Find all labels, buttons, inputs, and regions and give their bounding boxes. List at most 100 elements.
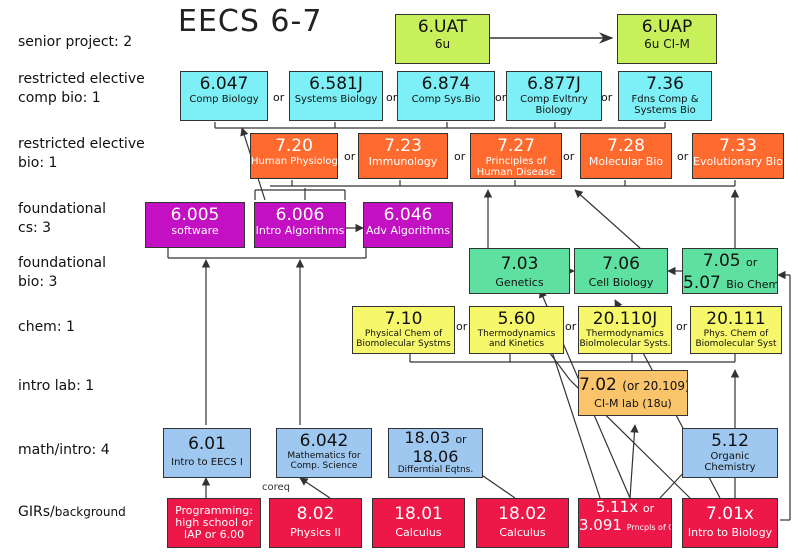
course-box-7-05[interactable]: 7.05 or 5.07 Bio Chem (682, 248, 778, 294)
row-label-chem: chem: 1 (18, 319, 75, 335)
course-box-5-12[interactable]: 5.12 Organic Chemistry (682, 428, 778, 478)
course-name: Thermodynamics Biolmolecular Systs. (579, 329, 671, 349)
course-name: Comp Sys.Bio (411, 94, 481, 105)
course-code: 6.006 (275, 205, 325, 225)
course-box-6-uap[interactable]: 6.UAP 6u CI-M (617, 14, 717, 64)
course-name: Fdns Comp & Systems Bio (631, 94, 699, 116)
course-code: 7.06 (602, 254, 640, 274)
row-label-senior: senior project: 2 (18, 34, 133, 50)
course-box-6-047[interactable]: 6.047 Comp Biology (180, 71, 268, 121)
course-box-7-23[interactable]: 7.23 Immunology (358, 133, 448, 179)
course-name: Intro to Biology (687, 526, 773, 539)
or-label: or (455, 433, 467, 446)
course-name: Systems Biology (294, 94, 378, 105)
course-alt-code: (or 20.109) (622, 379, 688, 393)
row-label-gir: GIRs/background (18, 504, 126, 520)
course-box-7-36[interactable]: 7.36 Fdns Comp & Systems Bio (618, 71, 712, 121)
course-code: 6.046 (383, 205, 433, 225)
course-box-6-01[interactable]: 6.01 Intro to EECS I (163, 428, 251, 478)
course-code: 5.60 (497, 309, 536, 329)
course-name: Phys. Chem of Biomolecular Syst (695, 329, 777, 349)
course-box-20-111[interactable]: 20.111 Phys. Chem of Biomolecular Syst (690, 306, 782, 354)
course-name: Immunology (368, 155, 438, 168)
course-name: Thermodynamics and Kinetics (477, 329, 556, 349)
course-code: 20.110J (592, 309, 658, 329)
or-label: or (273, 91, 285, 104)
course-code: 5.11x (595, 498, 639, 516)
course-box-6-uat[interactable]: 6.UAT 6u (395, 14, 490, 64)
course-box-6-042[interactable]: 6.042 Mathematics for Comp. Science (276, 428, 372, 478)
course-box-7-02[interactable]: 7.02 (or 20.109) CI-M lab (18u) (578, 370, 688, 416)
course-box-5-11x[interactable]: 5.11x or 3.091 Prncpls of Chemistry (578, 498, 672, 548)
or-label: or (386, 91, 398, 104)
course-code: 18.01 (394, 504, 443, 524)
course-name: software (171, 224, 219, 237)
course-box-7-06[interactable]: 7.06 Cell Biology (574, 248, 668, 294)
course-box-7-01x[interactable]: 7.01x Intro to Biology (682, 498, 778, 548)
course-name: Bio Chem (726, 278, 778, 291)
course-code: 6.UAP (641, 17, 693, 37)
course-box-8-02[interactable]: 8.02 Physics II (269, 498, 362, 548)
course-name: Differntial Eqtns. (397, 465, 474, 475)
course-name: 6u CI-M (644, 37, 690, 51)
course-box-18-02[interactable]: 18.02 Calculus (476, 498, 569, 548)
or-label: or (601, 91, 613, 104)
course-code: 8.02 (296, 504, 335, 524)
course-code: 7.01x (706, 504, 754, 524)
course-box-7-28[interactable]: 7.28 Molecular Bio (580, 133, 672, 179)
course-box-7-27[interactable]: 7.27 Principles of Human Disease (470, 133, 562, 179)
or-label: or (565, 320, 577, 333)
course-box-18-03[interactable]: 18.03 or 18.06 Differntial Eqtns. (388, 428, 483, 478)
or-label: or (677, 150, 689, 163)
course-name: Physical Chem of Biomolecular Systms (356, 329, 451, 349)
course-name: Intro to EECS I (171, 457, 243, 468)
or-label: or (344, 150, 356, 163)
course-code: 7.36 (646, 74, 684, 94)
course-box-7-33[interactable]: 7.33 Evolutionary Bio (692, 133, 784, 179)
course-name: Comp Evltnry Biology (520, 94, 588, 116)
course-name: Organic Chemistry (704, 451, 756, 473)
course-code: 18.02 (498, 504, 547, 524)
course-code: 7.28 (607, 136, 645, 156)
course-code: 18.06 (412, 447, 459, 466)
or-label: or (454, 150, 466, 163)
course-box-6-005[interactable]: 6.005 software (145, 202, 245, 248)
course-code: 7.05 (702, 251, 741, 271)
course-box-6-874[interactable]: 6.874 Comp Sys.Bio (397, 71, 495, 121)
or-label: or (456, 320, 468, 333)
course-box-20-110j[interactable]: 20.110J Thermodynamics Biolmolecular Sys… (578, 306, 672, 354)
course-box-18-01[interactable]: 18.01 Calculus (372, 498, 465, 548)
course-name: Physics II (290, 526, 341, 539)
course-name: Genetics (495, 276, 544, 289)
course-box-7-10[interactable]: 7.10 Physical Chem of Biomolecular Systm… (352, 306, 455, 354)
course-box-6-877j[interactable]: 6.877J Comp Evltnry Biology (506, 71, 602, 121)
course-code: 20.111 (706, 309, 766, 329)
course-box-5-60[interactable]: 5.60 Thermodynamics and Kinetics (469, 306, 564, 354)
course-code: 7.02 (579, 375, 617, 395)
course-name: CI-M lab (18u) (594, 397, 672, 410)
course-box-7-03[interactable]: 7.03 Genetics (469, 248, 570, 294)
course-name: Evolutionary Bio (693, 155, 783, 168)
course-name: Calculus (395, 526, 442, 539)
course-name: Programming: high school or IAP or 6.00 (175, 504, 253, 541)
or-label: or (746, 256, 758, 269)
course-code: 6.005 (170, 205, 220, 225)
course-code: 7.23 (384, 136, 422, 156)
course-box-6-006[interactable]: 6.006 Intro Algorithms (254, 202, 346, 248)
course-name: 6u (434, 37, 451, 51)
course-name: Intro Algorithms (255, 224, 345, 237)
row-label-lab: intro lab: 1 (18, 378, 95, 394)
course-box-7-20[interactable]: 7.20 Human Physiology (250, 133, 338, 179)
course-code: 7.20 (275, 136, 313, 156)
course-box-6-046[interactable]: 6.046 Adv Algorithms (363, 202, 453, 248)
course-box-6-581j[interactable]: 6.581J Systems Biology (289, 71, 383, 121)
course-code: 18.03 (404, 428, 451, 447)
course-name: Principles of Human Disease (476, 156, 556, 178)
course-code: 7.33 (719, 136, 757, 156)
or-label: or (642, 502, 655, 515)
course-code: 7.10 (384, 309, 423, 329)
course-code: 6.877J (527, 74, 581, 94)
course-box-programming[interactable]: Programming: high school or IAP or 6.00 (167, 498, 261, 548)
